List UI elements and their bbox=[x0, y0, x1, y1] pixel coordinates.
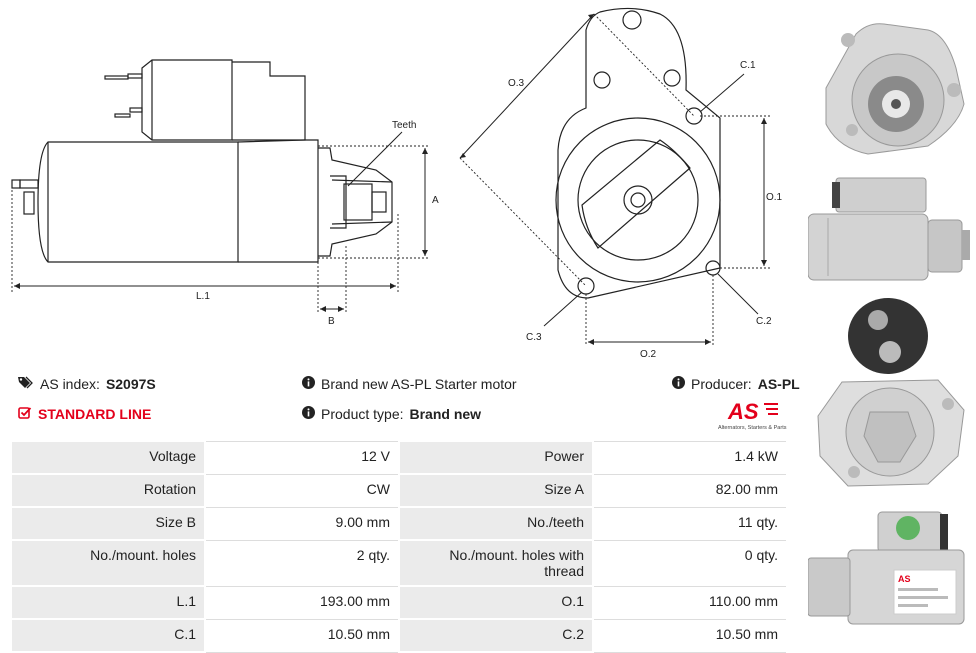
spec-key: Rotation bbox=[10, 473, 206, 508]
spec-value: 110.00 mm bbox=[592, 585, 788, 620]
o2-label: O.2 bbox=[640, 349, 657, 360]
size-b-label: B bbox=[328, 316, 335, 327]
as-pl-logo-mark: AS Alternators, Starters & Parts bbox=[718, 399, 787, 431]
info-icon bbox=[672, 376, 685, 392]
photo-label-brand: AS bbox=[898, 574, 911, 584]
standard-line-text: STANDARD LINE bbox=[38, 406, 152, 422]
info-icon bbox=[302, 376, 315, 392]
spec-key: Size B bbox=[10, 506, 206, 541]
spec-value: 82.00 mm bbox=[592, 473, 788, 508]
as-index-value: S2097S bbox=[105, 376, 156, 392]
checkbox-icon bbox=[18, 406, 32, 422]
as-pl-logo: AS Alternators, Starters & Parts bbox=[718, 399, 788, 431]
product-photo-front bbox=[825, 23, 965, 155]
product-type-value: Brand new bbox=[409, 406, 482, 422]
spec-value: 0 qty. bbox=[592, 539, 788, 587]
spec-key: Size A bbox=[398, 473, 594, 508]
c3-label: C.3 bbox=[526, 332, 542, 343]
logo-tagline: Alternators, Starters & Parts bbox=[718, 425, 787, 431]
producer-value: AS-PL bbox=[757, 376, 800, 392]
o1-label: O.1 bbox=[766, 192, 783, 203]
spec-key: No./mount. holes bbox=[10, 539, 206, 587]
spec-key: Power bbox=[398, 440, 594, 475]
spec-value: 12 V bbox=[204, 440, 400, 475]
as-index-label: AS index: bbox=[40, 376, 100, 392]
product-photo-side bbox=[808, 177, 970, 281]
spec-key: L.1 bbox=[10, 585, 206, 620]
product-photo-rear bbox=[817, 298, 965, 487]
spec-value: 1.4 kW bbox=[592, 440, 788, 475]
spec-key: No./teeth bbox=[398, 506, 594, 541]
c1-label: C.1 bbox=[740, 60, 756, 71]
standard-line: STANDARD LINE bbox=[18, 406, 151, 422]
l1-label: L.1 bbox=[196, 291, 210, 302]
as-index: AS index: S2097S bbox=[18, 376, 156, 392]
spec-key: O.1 bbox=[398, 585, 594, 620]
spec-value: 2 qty. bbox=[204, 539, 400, 587]
logo-mark-text: AS bbox=[727, 399, 759, 424]
teeth-label: Teeth bbox=[392, 120, 416, 131]
product-description: Brand new AS-PL Starter motor bbox=[302, 376, 517, 392]
spec-key: No./mount. holes with thread bbox=[398, 539, 594, 587]
tag-icon bbox=[18, 376, 34, 392]
spec-key: Voltage bbox=[10, 440, 206, 475]
size-a-label: A bbox=[432, 195, 439, 206]
description-text: Brand new AS-PL Starter motor bbox=[321, 376, 517, 392]
c2-label: C.2 bbox=[756, 316, 772, 327]
technical-drawing: Teeth A L.1 B O.3 C.1 O.1 C.2 C.3 O.2 bbox=[11, 7, 783, 360]
product-type-label: Product type: bbox=[321, 406, 404, 422]
spec-value: CW bbox=[204, 473, 400, 508]
product-photo-labeled: AS bbox=[808, 511, 965, 625]
info-icon bbox=[302, 406, 315, 422]
producer: Producer: AS-PL bbox=[672, 376, 800, 392]
spec-value: 11 qty. bbox=[592, 506, 788, 541]
spec-value: 9.00 mm bbox=[204, 506, 400, 541]
o3-label: O.3 bbox=[508, 78, 525, 89]
producer-label: Producer: bbox=[691, 376, 752, 392]
product-type: Product type: Brand new bbox=[302, 406, 481, 422]
spec-value: 193.00 mm bbox=[204, 585, 400, 620]
